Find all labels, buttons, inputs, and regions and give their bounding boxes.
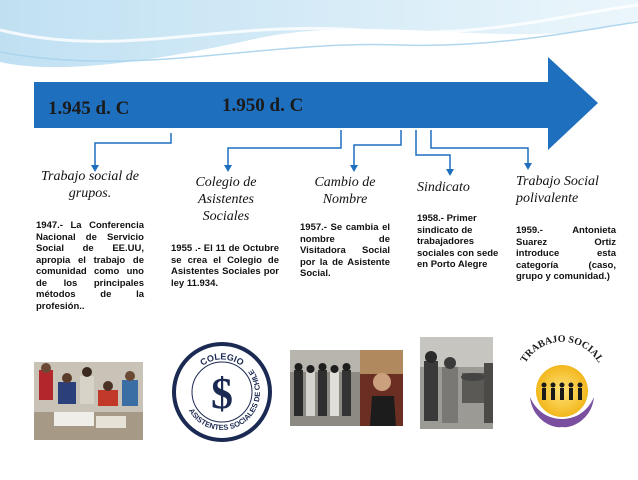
event-3-title: Cambio de Nombre — [314, 175, 376, 207]
connector-5 — [430, 130, 529, 166]
connector-lines — [94, 130, 529, 172]
event-4-title: Sindicato — [417, 180, 470, 195]
event-1-text: 1947.- La Conferencia Nacional de Servic… — [36, 220, 144, 312]
trabajo-social-logo: TRABAJO SOCIAL — [512, 327, 612, 435]
event-2-text: 1955 .- El 11 de Octubre se crea el Cole… — [171, 243, 279, 289]
connector-3 — [353, 130, 402, 168]
year-mid-label: 1.950 d. C — [222, 95, 304, 116]
event-5-title: Trabajo Social polivalente — [516, 174, 599, 206]
colegio-logo-top-text: COLEGIO — [198, 351, 245, 367]
connector-2 — [227, 130, 342, 168]
event-4-text: 1958.- Primer sindicato de trabajadores … — [417, 213, 499, 270]
connector-1 — [94, 133, 172, 168]
connector-4 — [415, 130, 451, 172]
connector-1-arrowhead — [91, 165, 99, 172]
colegio-logo-monogram: $ — [211, 369, 233, 418]
event-2-title: Colegio de Asistentes Sociales — [195, 175, 257, 224]
connector-5-arrowhead — [524, 163, 532, 170]
group-work-photo — [34, 362, 143, 440]
connector-3-arrowhead — [350, 165, 358, 172]
workers-photo — [420, 337, 493, 429]
connector-4-arrowhead — [446, 169, 454, 176]
trabajo-social-logo-text: TRABAJO SOCIAL — [519, 334, 606, 365]
colegio-logo: COLEGIO ASISTENTES SOCIALES DE CHILE $ — [172, 342, 272, 442]
event-3-text: 1957.- Se cambia el nombre de Visitadora… — [300, 222, 390, 279]
event-1-title: Trabajo social de grupos. — [40, 169, 139, 201]
timeline-arrow — [34, 57, 598, 150]
year-start-label: 1.945 d. C — [48, 98, 130, 119]
connector-2-arrowhead — [224, 165, 232, 172]
event-5-text: 1959.- Antonieta Suarez Ortiz introduce … — [516, 225, 616, 282]
historic-photos — [290, 350, 403, 426]
background-wave — [0, 0, 638, 68]
